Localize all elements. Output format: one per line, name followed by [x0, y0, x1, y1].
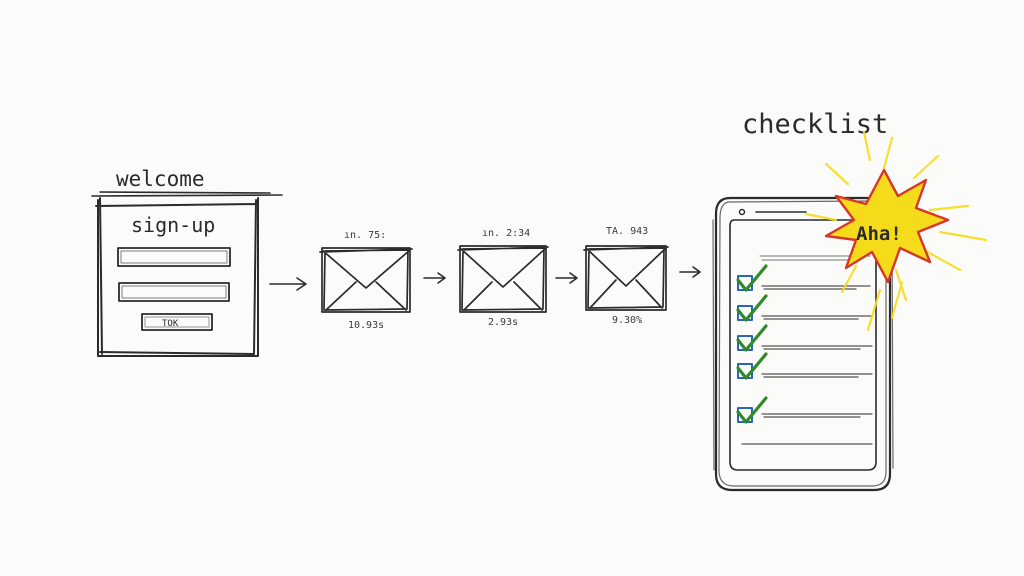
burst-star-icon	[824, 168, 950, 284]
checklist-item-1[interactable]	[736, 264, 871, 292]
check-2-icon	[736, 294, 768, 322]
burst-label: Aha!	[856, 223, 902, 245]
name-field[interactable]	[117, 247, 231, 267]
email-field[interactable]	[118, 282, 230, 302]
phone-checklist: checklist	[712, 109, 988, 492]
checklist-item-2[interactable]	[736, 294, 873, 322]
ok-button[interactable]: TOK	[141, 313, 213, 331]
arrow-2	[423, 272, 446, 284]
ok-button-label: TOK	[162, 319, 179, 329]
check-5-icon	[736, 396, 768, 424]
aha-burst: Aha!	[804, 130, 988, 332]
signup-title: sign-up	[131, 213, 215, 237]
checklist-title: checklist	[742, 109, 888, 140]
welcome-label: welcome	[116, 167, 205, 191]
email-1-top-label: ın. 75:	[344, 230, 386, 241]
check-3-icon	[736, 324, 768, 352]
checklist-item-3[interactable]	[736, 324, 873, 352]
check-1-icon	[736, 264, 768, 292]
envelope-3-icon	[583, 245, 669, 311]
arrow-1	[269, 277, 307, 291]
phone-camera	[738, 208, 746, 216]
card-underline	[91, 191, 283, 197]
email-step-3: TA. 943 9.30%	[583, 226, 669, 326]
burst-rays	[804, 130, 988, 332]
email-2-top-label: ın. 2:34	[482, 228, 530, 239]
email-step-1: ın. 75: 10.93s	[319, 230, 413, 331]
email-step-2: ın. 2:34 2.93s	[457, 228, 549, 328]
card-frame	[95, 197, 259, 357]
arrow-4	[679, 266, 701, 278]
signup-card: welcome sign-up TOK	[91, 167, 283, 357]
checklist-items	[736, 255, 873, 445]
arrow-3	[555, 272, 578, 284]
email-2-bottom-label: 2.93s	[488, 317, 518, 328]
email-3-bottom-label: 9.30%	[612, 315, 642, 326]
check-4-icon	[736, 352, 768, 380]
email-3-top-label: TA. 943	[606, 226, 648, 237]
checklist-item-4[interactable]	[736, 352, 873, 380]
envelope-2-icon	[457, 245, 549, 313]
email-1-bottom-label: 10.93s	[348, 320, 384, 331]
checklist-item-5[interactable]	[736, 396, 873, 424]
envelope-1-icon	[319, 247, 413, 313]
flow-arrows	[269, 266, 701, 291]
